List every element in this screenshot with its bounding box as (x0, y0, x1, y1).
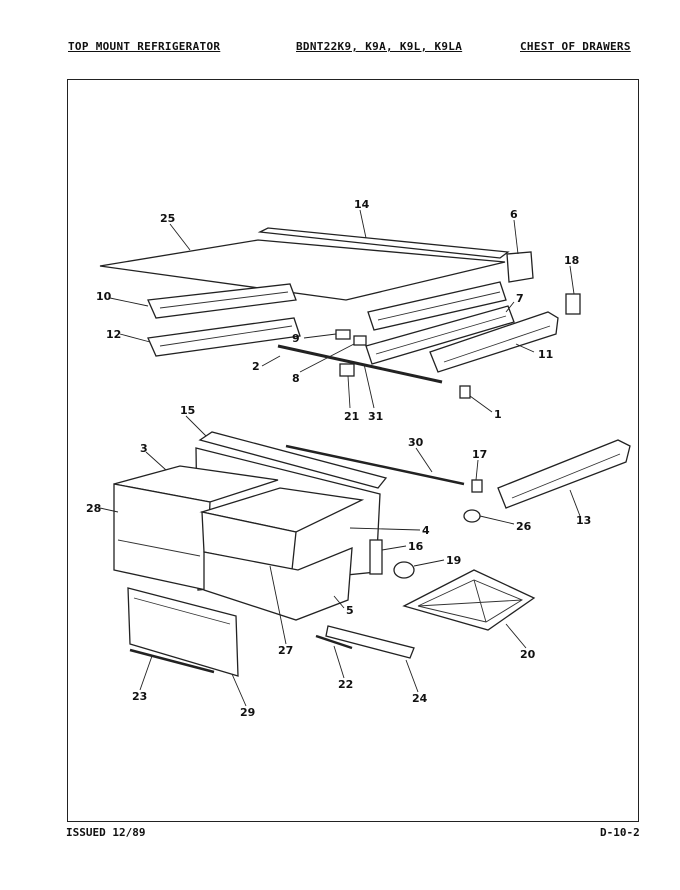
callout-16: 16 (408, 540, 424, 553)
part-divider-rod (285, 444, 465, 486)
callout-1: 1 (494, 408, 502, 421)
part-clip-17 (471, 479, 483, 493)
callout-13: 13 (576, 514, 591, 527)
part-right-lower-rail-detail (375, 315, 507, 355)
footer-page-code: D-10-2 (600, 826, 640, 839)
part-crisper-cover (198, 431, 388, 489)
callout-24: 24 (412, 692, 428, 705)
part-shelf-trim (257, 227, 510, 259)
callout-3: 3 (140, 442, 148, 455)
part-left-lower-rail (147, 317, 301, 357)
header-model-numbers: BDNT22K9, K9A, K9L, K9LA (296, 40, 463, 53)
callout-21: 21 (344, 410, 359, 423)
part-tray-cross-a (417, 599, 523, 607)
part-clip-9 (335, 329, 351, 340)
callout-10: 10 (96, 290, 112, 303)
part-left-drawer-front-detail (117, 539, 201, 557)
part-clip-1 (459, 385, 471, 399)
callout-6: 6 (510, 208, 518, 221)
callout-23: 23 (132, 690, 147, 703)
callout-9: 9 (292, 332, 300, 345)
callout-30: 30 (408, 436, 424, 449)
callout-5: 5 (346, 604, 354, 617)
part-clip-26 (463, 509, 481, 523)
part-right-long-support-detail (511, 453, 621, 499)
callout-27: 27 (278, 644, 293, 657)
callout-17: 17 (472, 448, 487, 461)
part-right-long-support (497, 439, 631, 509)
callout-7: 7 (516, 292, 524, 305)
part-lower-drawer (203, 547, 353, 621)
callout-18: 18 (564, 254, 579, 267)
leader-lines (99, 209, 581, 707)
part-left-lower-rail-detail (159, 325, 293, 347)
part-tray-cross-b (473, 579, 487, 623)
callout-4: 4 (422, 524, 430, 537)
part-latch-19 (393, 561, 415, 579)
callout-19: 19 (446, 554, 461, 567)
part-side-panel (369, 539, 383, 575)
callout-15: 15 (180, 404, 195, 417)
part-rod (277, 344, 443, 384)
header-section-title: CHEST OF DRAWERS (520, 40, 631, 53)
part-track (325, 625, 415, 659)
part-left-upper-rail-detail (159, 291, 289, 309)
callout-26: 26 (516, 520, 532, 533)
callout-14: 14 (354, 198, 370, 211)
part-right-upper-rail-detail (377, 291, 501, 321)
part-front-panel-detail (133, 597, 231, 625)
callout-11: 11 (538, 348, 553, 361)
part-left-drawer-front (113, 483, 211, 591)
part-front-panel (127, 587, 239, 677)
part-right-support (429, 311, 559, 373)
part-clip-8 (353, 335, 367, 346)
callout-8: 8 (292, 372, 300, 385)
callout-22: 22 (338, 678, 353, 691)
part-bracket (565, 293, 581, 315)
part-end-cap (506, 251, 534, 283)
part-tray (402, 569, 536, 631)
callout-28: 28 (86, 502, 101, 515)
callout-25: 25 (160, 212, 175, 225)
diagram-frame (67, 79, 639, 822)
part-right-support-detail (443, 325, 551, 363)
callout-20: 20 (520, 648, 536, 661)
part-clip-21 (339, 363, 355, 377)
callout-2: 2 (252, 360, 260, 373)
header-model-type: TOP MOUNT REFRIGERATOR (68, 40, 221, 53)
callout-31: 31 (368, 410, 383, 423)
callout-12: 12 (106, 328, 121, 341)
part-small-rail (315, 634, 353, 650)
callout-29: 29 (240, 706, 255, 719)
part-trim-strip (129, 648, 215, 674)
part-left-upper-rail (147, 283, 297, 319)
footer-issue-date: ISSUED 12/89 (66, 826, 146, 839)
